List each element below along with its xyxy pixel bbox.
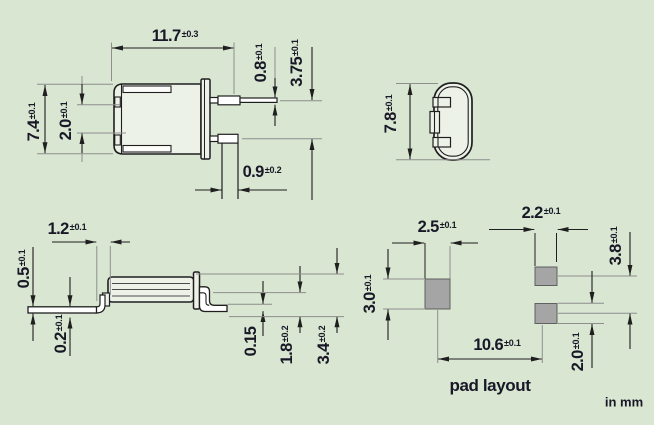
pad-right-upper: [534, 266, 558, 286]
right-lead-side: [198, 286, 228, 313]
dim-pad2-width: 2.2±0.1: [521, 203, 561, 222]
dim-side-lead-thickness: 0.5±0.1: [14, 249, 33, 289]
dim-pad2-pitch: 3.8±0.1: [606, 226, 625, 266]
flange-front: [200, 78, 211, 160]
dim-front-body-width: 7.4±0.1: [24, 102, 43, 142]
dim-pad2-height: 2.0±0.1: [568, 332, 587, 372]
end-view-drawing: [396, 82, 490, 161]
dim-end-body-height: 7.8±0.1: [381, 94, 400, 134]
dim-side-coplanarity: 0.15: [241, 326, 260, 357]
left-lead-side: [27, 294, 106, 314]
dim-pad1-height: 3.0±0.1: [360, 274, 379, 314]
dim-front-length: 11.7±0.3: [151, 26, 199, 45]
dim-pad1-width: 2.5±0.1: [417, 217, 457, 236]
dim-pad-span: 10.6±0.1: [473, 335, 521, 354]
dim-side-total-height: 3.4±0.2: [314, 325, 333, 365]
front-view-drawing: [37, 42, 322, 200]
dim-side-standoff: 0.2±0.1: [51, 314, 70, 354]
crystal-body-front: [113, 83, 202, 155]
flange-side: [192, 271, 201, 310]
pad-left: [424, 278, 451, 310]
side-view-drawing: [27, 239, 344, 356]
pad-right-lower: [534, 303, 558, 324]
top-lead-front: [209, 95, 278, 106]
dim-front-lead-pitch: 3.75±0.1: [287, 39, 306, 87]
dim-front-lead-thickness: 0.8±0.1: [251, 43, 270, 83]
dim-side-bend-length: 1.2±0.1: [47, 219, 87, 238]
dim-front-lead-width: 0.9±0.2: [242, 162, 282, 181]
dim-side-foot-height: 1.8±0.2: [277, 325, 296, 365]
dim-front-lead-gap: 2.0±0.1: [56, 101, 75, 141]
pad-layout-drawing: [383, 227, 637, 368]
units-note: in mm: [604, 394, 644, 410]
bottom-lead-front: [209, 133, 239, 199]
pad-layout-caption: pad layout: [449, 376, 531, 395]
